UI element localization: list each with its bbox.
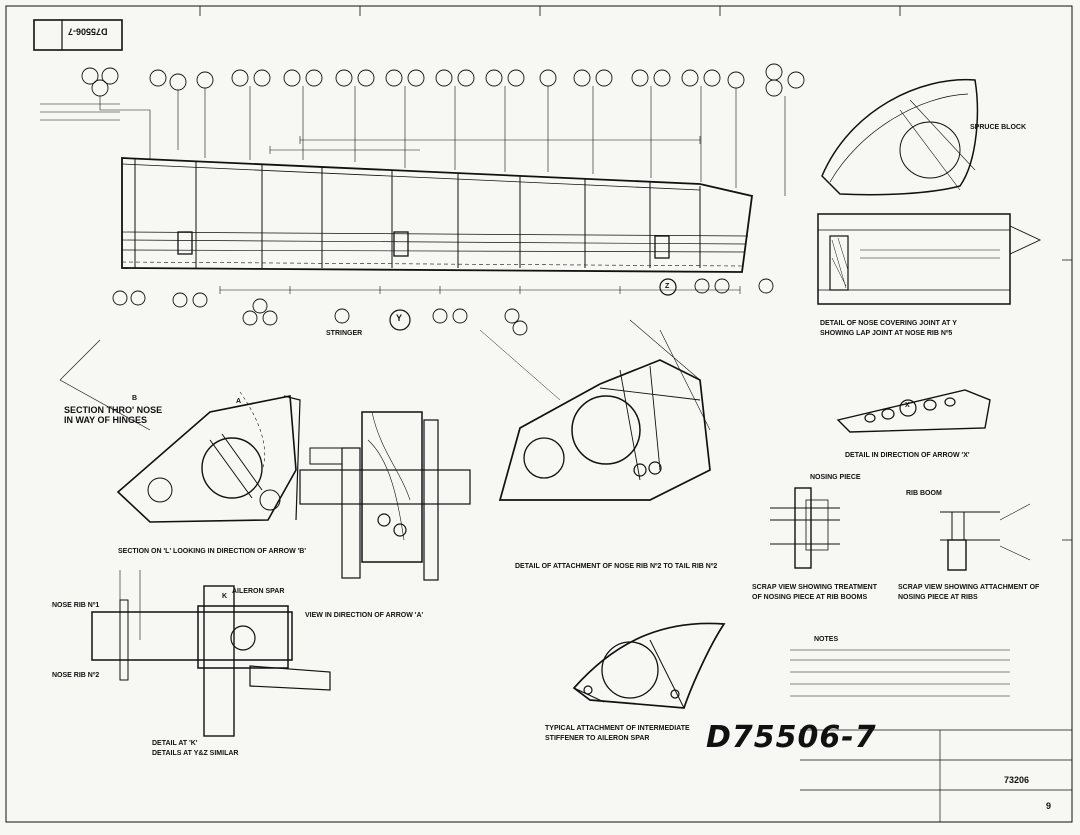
title-detail-arrow-x: DETAIL IN DIRECTION OF ARROW 'X'	[845, 452, 970, 459]
detail-arrow-x-plate	[836, 389, 991, 433]
label-spruce-block: SPRUCE BLOCK	[970, 124, 1027, 131]
label-notes: NOTES	[814, 636, 839, 643]
label-nose-rib-1: NOSE RIB Nº1	[52, 602, 100, 609]
nose-covering-joint-detail	[817, 213, 1042, 305]
title-detail-at-k-1: DETAIL AT 'K'	[152, 740, 198, 747]
callout-b: B	[132, 395, 138, 402]
title-typical-attachment-2: STIFFENER TO AILERON SPAR	[545, 735, 650, 742]
callout-z: Z	[665, 283, 670, 290]
detail-nose-rib-attachment	[479, 319, 711, 501]
part-balloon-row	[81, 63, 805, 97]
title-block-number: 73206	[1004, 775, 1030, 785]
title-scrap-view-attachment-2: NOSING PIECE AT RIBS	[898, 594, 978, 601]
title-section-looking-b: SECTION ON 'L' LOOKING IN DIRECTION OF A…	[118, 548, 307, 555]
label-stringer: STRINGER	[326, 330, 363, 337]
drawing-number-stamp-box	[33, 19, 123, 51]
callout-a: A	[236, 398, 242, 405]
balloon-leaders	[40, 86, 786, 196]
title-scrap-view-treatment-1: SCRAP VIEW SHOWING TREATMENT	[752, 584, 877, 591]
callout-y-circle	[389, 309, 411, 331]
view-arrow-a	[91, 570, 331, 737]
title-detail-nose-rib-attachment: DETAIL OF ATTACHMENT OF NOSE RIB Nº2 TO …	[515, 563, 718, 570]
title-nose-covering-joint-1: DETAIL OF NOSE COVERING JOINT AT Y	[820, 320, 957, 327]
nose-fairing-view	[821, 78, 979, 196]
aileron-plan-view	[121, 136, 753, 294]
corner-sheet-number: 9	[1046, 801, 1052, 811]
title-section-thro-nose-2: IN WAY OF HINGES	[64, 415, 148, 425]
title-typical-attachment-1: TYPICAL ATTACHMENT OF INTERMEDIATE	[545, 725, 690, 732]
scrap-view-attachment	[940, 503, 1031, 571]
title-section-thro-nose-1: SECTION THRO' NOSE	[64, 405, 163, 415]
sheet-border	[5, 5, 1073, 823]
callout-x: X	[905, 402, 910, 409]
callout-k: K	[222, 593, 228, 600]
handwritten-drawing-number: D75506-7	[706, 720, 877, 755]
title-block	[800, 729, 1072, 822]
callout-y: Y	[396, 313, 403, 323]
notes-lines	[790, 649, 1010, 697]
lower-balloons	[112, 278, 774, 336]
drawing-number-stamp: D75506-7	[68, 26, 108, 37]
scrap-view-treatment	[770, 487, 840, 569]
label-aileron-spar: AILERON SPAR	[232, 588, 285, 595]
title-nose-covering-joint-2: SHOWING LAP JOINT AT NOSE RIB Nº5	[820, 330, 953, 337]
callout-z-circle	[659, 278, 677, 296]
label-nosing-piece: NOSING PIECE	[810, 474, 861, 481]
typical-stiffener-attachment	[572, 622, 726, 709]
title-detail-at-k-2: DETAILS AT Y&Z SIMILAR	[152, 750, 239, 757]
hinge-stack-view	[299, 411, 471, 581]
label-nose-rib-2: NOSE RIB Nº2	[52, 672, 100, 679]
title-view-arrow-a: VIEW IN DIRECTION OF ARROW 'A'	[305, 612, 424, 619]
title-scrap-view-attachment-1: SCRAP VIEW SHOWING ATTACHMENT OF	[898, 584, 1040, 591]
label-rib-boom: RIB BOOM	[906, 490, 942, 497]
title-scrap-view-treatment-2: OF NOSING PIECE AT RIB BOOMS	[752, 594, 868, 601]
section-thro-nose	[59, 339, 301, 523]
